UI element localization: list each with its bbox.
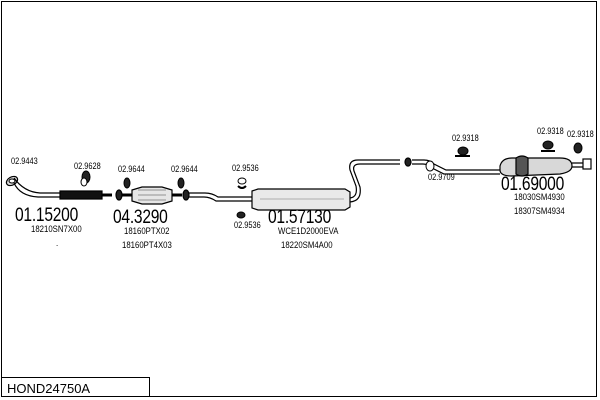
clamp-icon (573, 142, 583, 154)
catalyst-oe-ref-1: 18160PTX02 (124, 226, 170, 237)
clamp-label: 02.9628 (74, 161, 101, 171)
clamp-label: 02.9318 (567, 129, 594, 139)
middle-oe-ref-2: 18220SM4A00 (281, 240, 333, 251)
clamp-icon (236, 211, 246, 219)
catalyst-part-number: 04.3290 (113, 207, 168, 228)
clamp-icon (8, 178, 16, 184)
clamp-label: 02.9709 (428, 172, 455, 182)
middle-oe-ref-1: WCE1D2000EVA (278, 226, 339, 237)
rear-silencer-part-number: 01.69000 (501, 174, 565, 195)
clamp-icon (123, 177, 131, 189)
clamp-label: 02.9318 (537, 126, 564, 136)
rear-oe-ref-2: 18307SM4934 (514, 206, 565, 217)
front-pipe (5, 175, 112, 200)
front-pipe-oe-ref: 18210SN7X00 (31, 224, 82, 235)
diagram-title: HOND24750A (7, 381, 91, 396)
clamp-icons (8, 140, 583, 219)
clamp-label: 02.9318 (452, 133, 479, 143)
clamp-label: 02.9644 (118, 164, 145, 174)
clamp-label: 02.9443 (11, 156, 38, 166)
clamp-label: 02.9644 (171, 164, 198, 174)
clamp-icon (457, 146, 469, 156)
clamp-icon (237, 177, 247, 185)
clamp-icon (80, 177, 88, 187)
rear-oe-ref-1: 18030SM4930 (514, 192, 565, 203)
clamp-icon (425, 160, 435, 172)
catalyst (115, 186, 190, 205)
middle-section (189, 157, 412, 211)
clamp-label: 02.9536 (232, 163, 259, 173)
front-pipe-part-number: 01.15200 (15, 205, 79, 226)
clamp-label: 02.9536 (234, 220, 261, 230)
catalyst-oe-ref-2: 18160PT4X03 (122, 240, 172, 251)
clamp-icon (237, 185, 247, 189)
dot-marker: . (56, 238, 59, 249)
clamp-icon (542, 140, 554, 150)
title-box: HOND24750A (1, 377, 150, 397)
middle-silencer-part-number: 01.57130 (268, 207, 332, 228)
clamp-icon (177, 177, 185, 189)
